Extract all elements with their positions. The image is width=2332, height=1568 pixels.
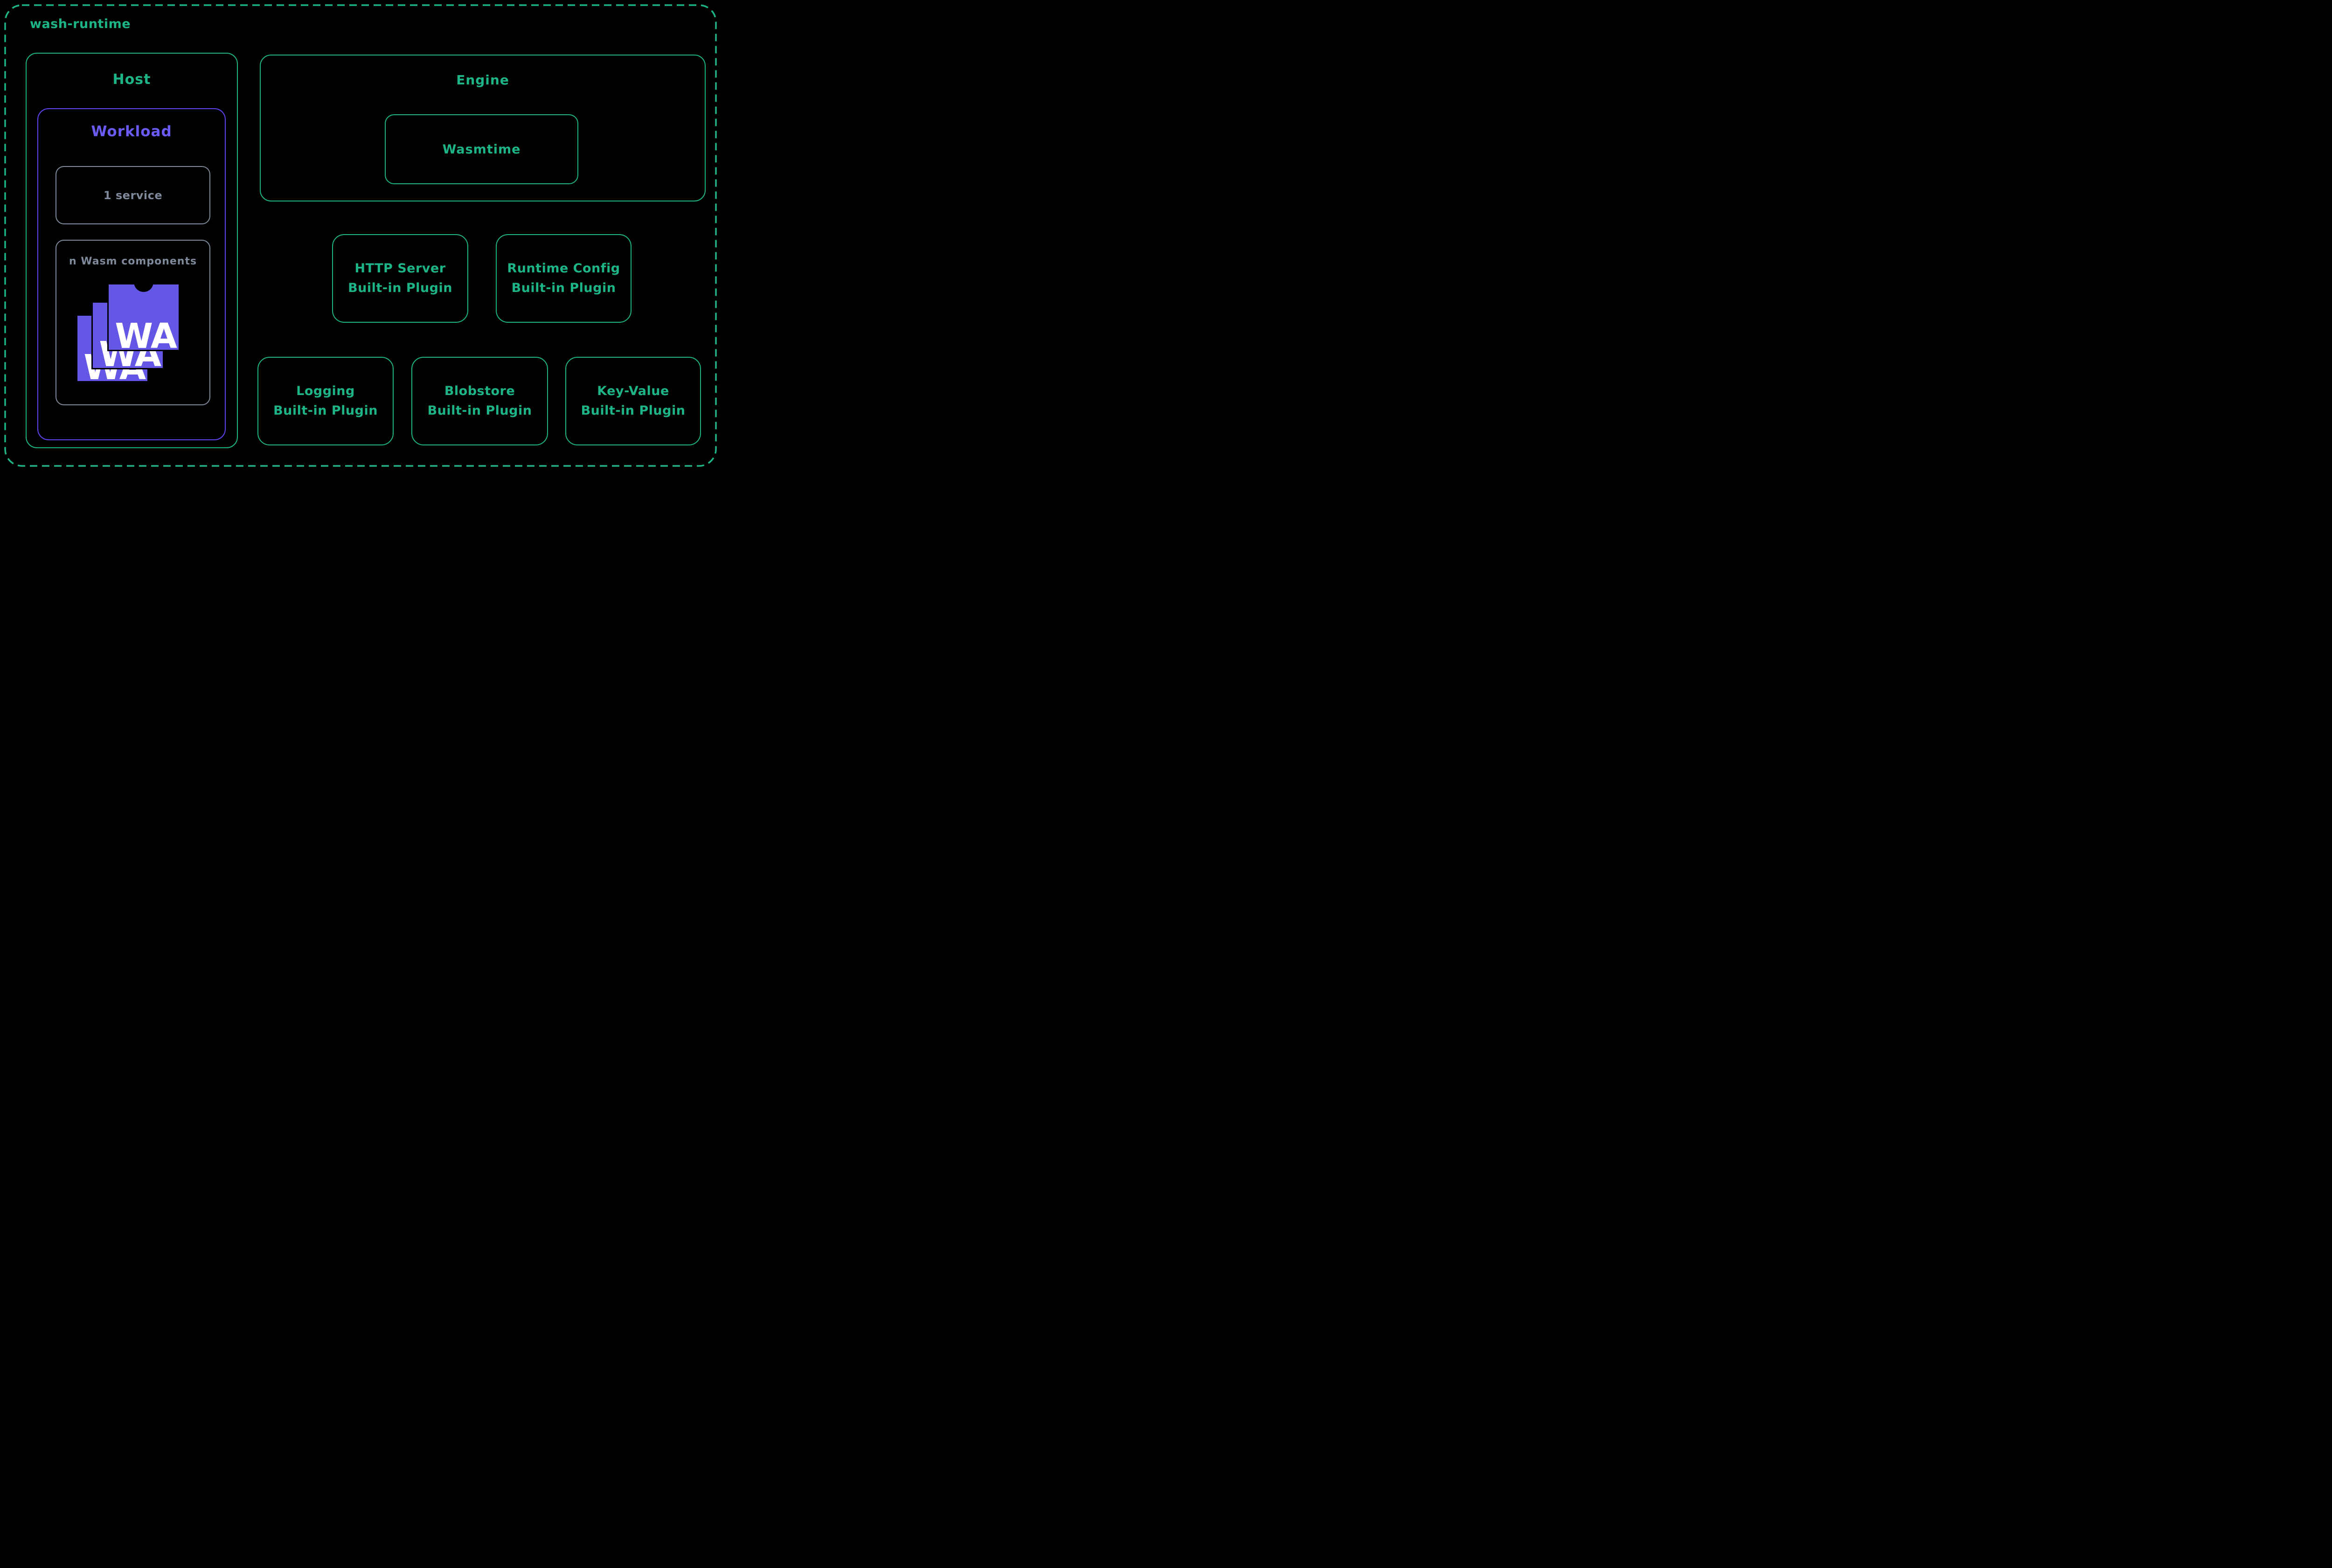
plugin-blobstore-name: Blobstore: [444, 384, 515, 399]
wasm-components-label: n Wasm components: [69, 256, 197, 267]
wasmtime-label: Wasmtime: [442, 142, 521, 157]
host-box: Host Workload 1 service n Wasm component…: [26, 53, 238, 448]
plugin-key-value-name: Key-Value: [597, 384, 669, 399]
plugin-logging-box: Logging Built-in Plugin: [257, 357, 394, 445]
wasmtime-box: Wasmtime: [385, 114, 578, 184]
plugin-runtime-config-type: Built-in Plugin: [511, 281, 616, 295]
service-box: 1 service: [56, 166, 210, 224]
wasm-logo-notch: [134, 272, 153, 292]
host-label: Host: [112, 71, 151, 88]
plugin-key-value-type: Built-in Plugin: [581, 403, 686, 418]
plugin-blobstore-box: Blobstore Built-in Plugin: [411, 357, 548, 445]
engine-label: Engine: [456, 72, 509, 88]
plugin-runtime-config-box: Runtime Config Built-in Plugin: [496, 234, 632, 323]
workload-label: Workload: [91, 123, 172, 140]
plugin-http-server-box: HTTP Server Built-in Plugin: [332, 234, 468, 323]
workload-box: Workload 1 service n Wasm components WA …: [37, 108, 226, 440]
plugin-http-server-type: Built-in Plugin: [348, 281, 452, 295]
wasm-logo-card: WA: [107, 272, 180, 356]
plugin-logging-name: Logging: [296, 384, 355, 399]
plugin-key-value-box: Key-Value Built-in Plugin: [565, 357, 701, 445]
wasm-logo-text: WA: [115, 316, 177, 356]
service-label: 1 service: [103, 188, 163, 202]
plugin-http-server-name: HTTP Server: [354, 261, 446, 276]
wash-runtime-diagram: wash-runtime Host Workload 1 service n W…: [0, 0, 721, 471]
engine-box: Engine Wasmtime: [260, 55, 706, 201]
plugin-logging-type: Built-in Plugin: [273, 403, 378, 418]
runtime-title: wash-runtime: [30, 17, 131, 31]
plugin-blobstore-type: Built-in Plugin: [427, 403, 532, 418]
plugin-runtime-config-name: Runtime Config: [507, 261, 620, 276]
wasm-components-box: n Wasm components WA WA WA: [56, 240, 210, 405]
